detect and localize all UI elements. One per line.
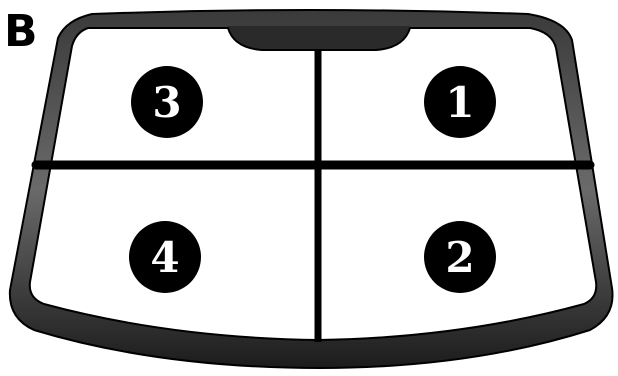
zone-upper-right: 1 [424,66,496,138]
zone-label: 4 [150,233,179,282]
mirror-mount [228,26,410,50]
zone-label: 2 [445,233,474,282]
zone-label: 1 [445,78,474,127]
zone-upper-left: 3 [131,66,203,138]
zone-lower-right: 2 [424,221,496,293]
zone-label: 3 [152,78,181,127]
zone-lower-left: 4 [129,221,201,293]
figure-letter: B [4,6,38,57]
windshield-glass [30,28,596,340]
